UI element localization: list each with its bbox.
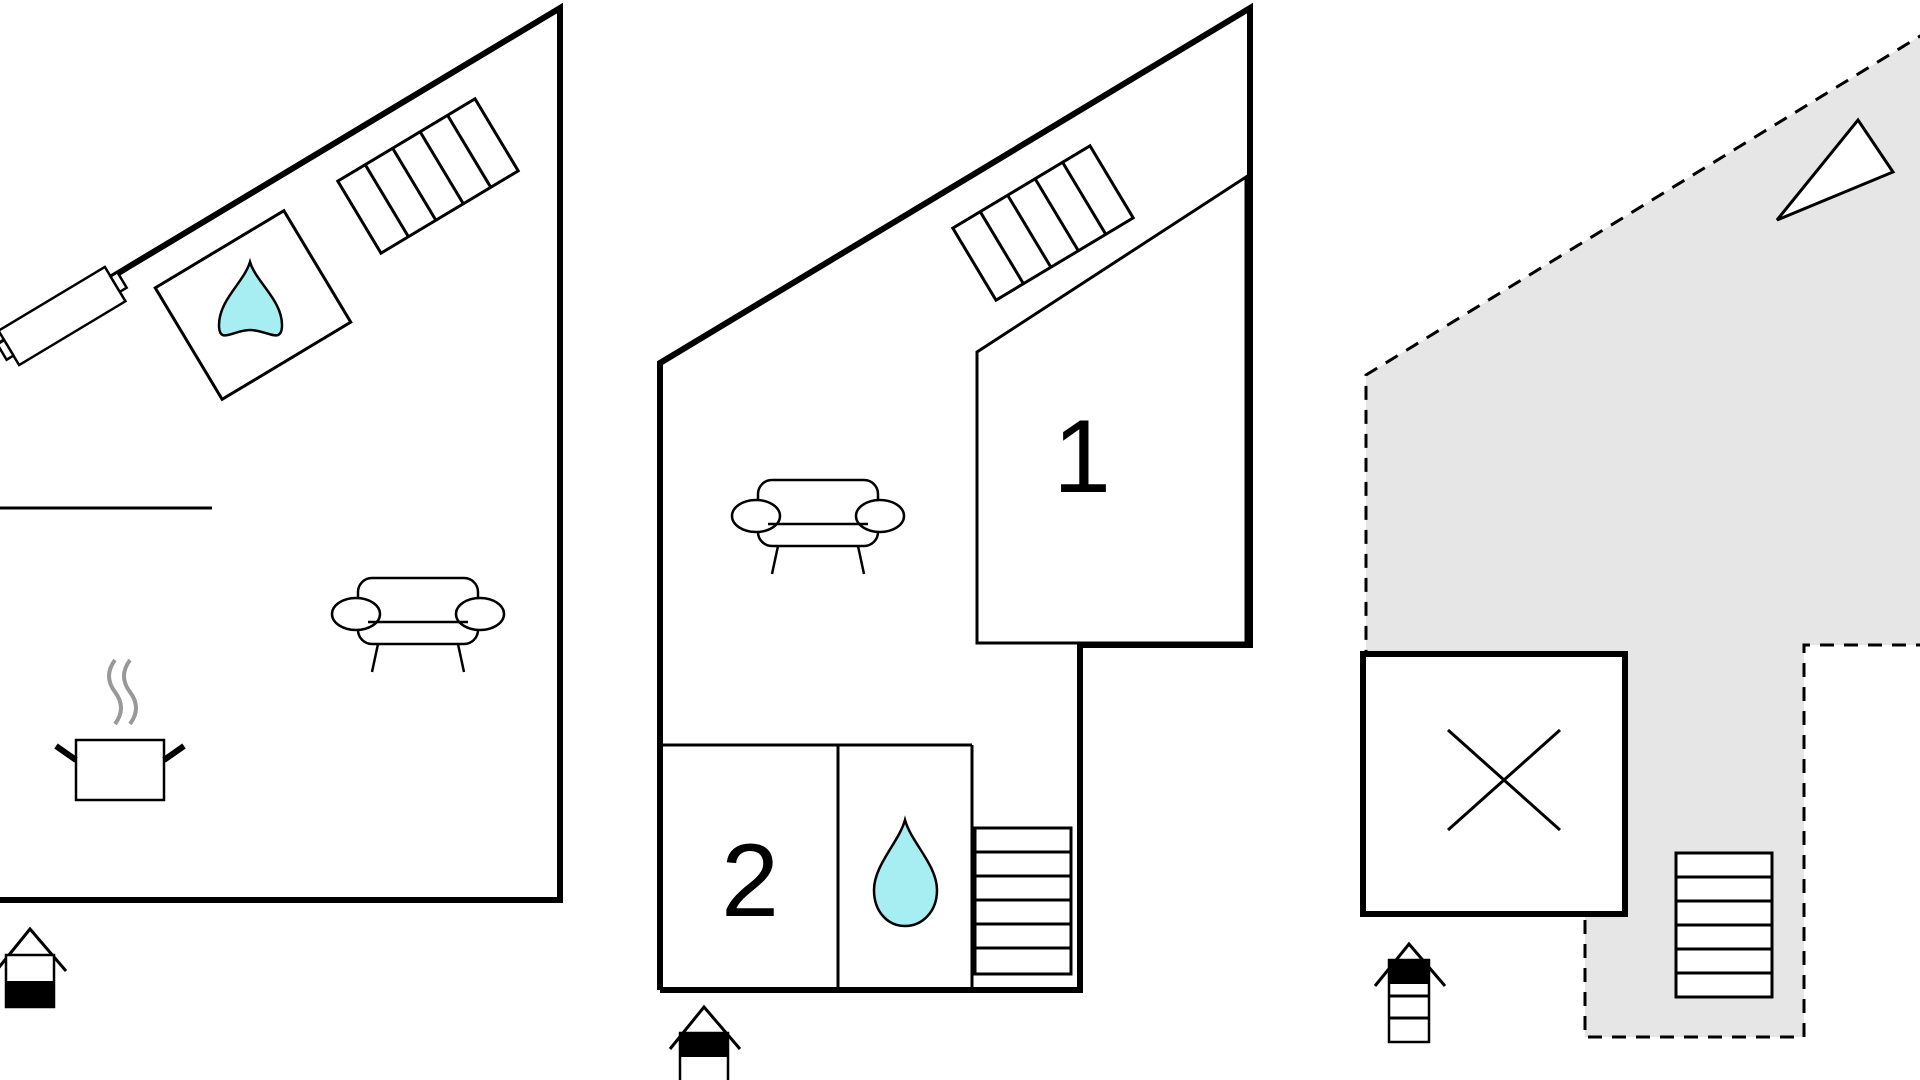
void-box (1360, 651, 1628, 917)
bedroom-1-label: 1 (1053, 399, 1111, 515)
floor-level-icon (668, 1004, 742, 1080)
water-drop-icon (217, 257, 284, 337)
floor-1-outer-wall (0, 2, 563, 903)
bedroom-1-walls (975, 174, 1248, 645)
window-icon (0, 265, 129, 367)
floor-3-plan (1360, 34, 1920, 1044)
floor-2-plan: 1 2 (657, 2, 1253, 1080)
outdoor-dashed-border (1364, 34, 1920, 652)
bedroom-2-label: 2 (721, 823, 779, 939)
stairs-icon (973, 826, 1073, 976)
cooking-pot-icon (54, 658, 186, 802)
stairs-icon (1674, 851, 1774, 999)
floor-1-plan (0, 2, 563, 1009)
sofa-icon (730, 478, 906, 575)
stairs-icon (335, 96, 521, 256)
sofa-icon (330, 576, 506, 673)
water-drop-icon (872, 815, 939, 928)
outdoor-dashed-border-right (1583, 643, 1920, 1039)
stairs-icon (950, 143, 1136, 303)
floor-level-icon (0, 926, 68, 1009)
compass-arrow-icon (1775, 117, 1896, 222)
void-cross-icon (1447, 728, 1561, 832)
floor-2-outer-wall (657, 2, 1253, 993)
floor-level-icon (1373, 941, 1447, 1044)
